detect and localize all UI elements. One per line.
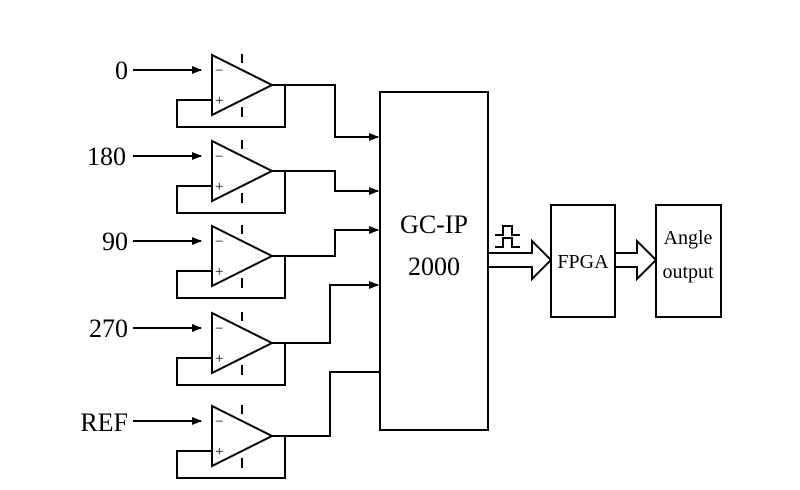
signal-wire-0 <box>272 84 379 141</box>
signal-wire-180 <box>272 170 379 195</box>
input-label-180: 180 <box>87 142 126 171</box>
bus-arrow-gcip-to-fpga <box>487 238 553 282</box>
opamp-plus-ref: + <box>215 444 223 460</box>
input-label-270: 270 <box>89 314 128 343</box>
opamp-minus-ref: − <box>215 414 223 430</box>
channel-0: 0 − + <box>115 53 379 141</box>
gcip-block: GC-IP 2000 <box>379 91 489 431</box>
gcip-label-line2: 2000 <box>408 252 460 281</box>
channel-ref: REF − + <box>80 371 380 479</box>
angle-output-label-line1: Angle <box>664 227 713 249</box>
pulse-waveform-icon <box>495 225 520 248</box>
angle-output-label-line2: output <box>662 261 714 283</box>
bus-arrow-fpga-to-output <box>614 238 658 282</box>
opamp-plus-270: + <box>215 351 223 367</box>
channel-90: 90 − + <box>102 224 379 299</box>
opamp-270 <box>211 311 275 375</box>
opamp-minus-90: − <box>215 234 223 250</box>
opamp-minus-0: − <box>215 63 223 79</box>
opamp-ref <box>211 404 275 468</box>
angle-output-block: Angle output <box>655 204 722 318</box>
opamp-0 <box>211 53 275 117</box>
channel-270: 270 − + <box>89 281 379 386</box>
signal-wire-ref <box>272 371 380 437</box>
opamp-180 <box>211 139 275 203</box>
input-label-90: 90 <box>102 227 128 256</box>
gcip-box <box>379 91 489 431</box>
input-label-0: 0 <box>115 56 128 85</box>
opamp-90 <box>211 224 275 288</box>
signal-wire-90 <box>272 226 379 257</box>
opamp-minus-180: − <box>215 149 223 165</box>
fpga-block: FPGA <box>550 204 616 318</box>
opamp-plus-90: + <box>215 264 223 280</box>
gcip-label-line1: GC-IP <box>400 210 468 239</box>
opamp-plus-0: + <box>215 93 223 109</box>
input-label-ref: REF <box>80 408 128 437</box>
opamp-minus-270: − <box>215 321 223 337</box>
opamp-plus-180: + <box>215 179 223 195</box>
channel-180: 180 − + <box>87 139 379 214</box>
signal-wire-270 <box>272 281 379 344</box>
fpga-label: FPGA <box>557 251 609 273</box>
angle-output-box <box>655 204 722 318</box>
